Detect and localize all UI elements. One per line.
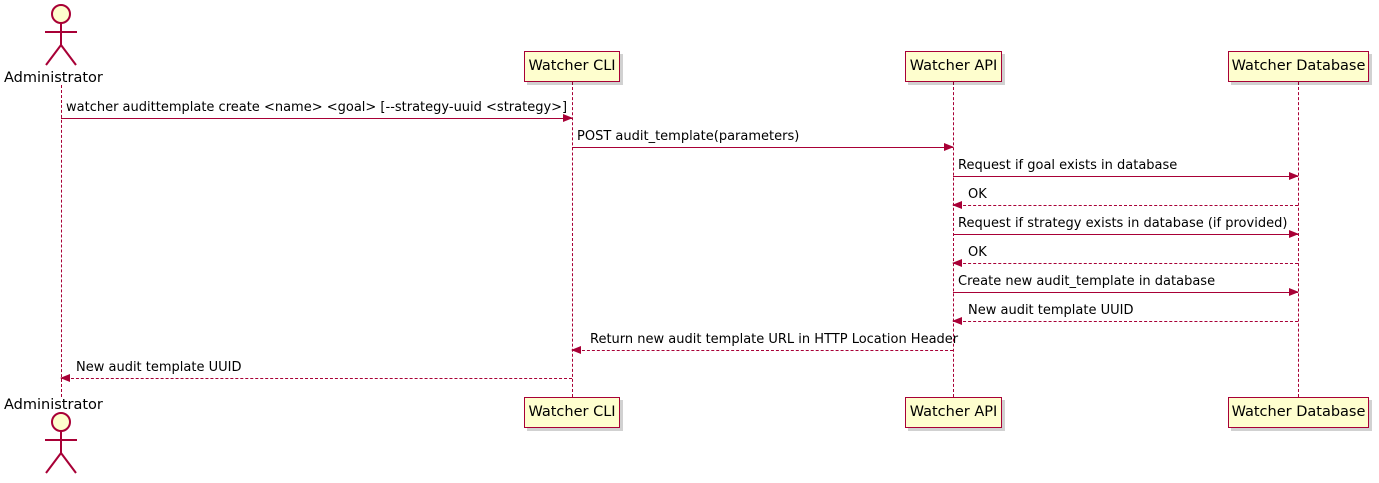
participant-label-watcher-cli-bottom: Watcher CLI [528, 404, 616, 421]
actor-administrator-top [36, 3, 86, 67]
message-9-arrowhead-icon [571, 345, 581, 354]
message-6-label: OK [968, 244, 987, 260]
participant-watcher-cli-top[interactable]: Watcher CLI [524, 51, 620, 82]
message-2-arrowhead-icon [944, 142, 954, 151]
message-9-line [572, 350, 953, 351]
message-8-label: New audit template UUID [968, 302, 1134, 318]
message-6-line [953, 263, 1298, 264]
message-1-label: watcher audittemplate create <name> <goa… [66, 99, 568, 115]
message-8-line [953, 321, 1298, 322]
message-4-label: OK [968, 186, 987, 202]
participant-label-watcher-cli-top: Watcher CLI [528, 58, 616, 75]
message-8-arrowhead-icon [952, 316, 962, 325]
message-6-arrowhead-icon [952, 258, 962, 267]
lifeline-watcher-cli [572, 82, 573, 397]
message-4-line [953, 205, 1298, 206]
participant-watcher-api-bottom[interactable]: Watcher API [905, 397, 1002, 428]
message-3-line [953, 176, 1298, 177]
message-7-line [953, 292, 1298, 293]
participant-label-watcher-api-bottom: Watcher API [909, 404, 998, 421]
participant-watcher-cli-bottom[interactable]: Watcher CLI [524, 397, 620, 428]
message-5-arrowhead-icon [1289, 229, 1299, 238]
message-5-label: Request if strategy exists in database (… [958, 215, 1288, 231]
message-7-label: Create new audit_template in database [958, 273, 1216, 289]
actor-administrator-bottom [36, 411, 86, 475]
message-5-line [953, 234, 1298, 235]
message-2-label: POST audit_template(parameters) [577, 128, 800, 144]
actor-label-administrator-bottom: Administrator [4, 397, 103, 413]
participant-watcher-api-top[interactable]: Watcher API [905, 51, 1002, 82]
lifeline-watcher-api [953, 82, 954, 397]
participant-label-watcher-database-bottom: Watcher Database [1231, 404, 1366, 421]
message-4-arrowhead-icon [952, 200, 962, 209]
participant-label-watcher-api-top: Watcher API [909, 58, 998, 75]
message-1-line [61, 118, 572, 119]
message-3-label: Request if goal exists in database [958, 157, 1178, 173]
lifeline-administrator [61, 85, 62, 397]
participant-watcher-database-bottom[interactable]: Watcher Database [1228, 397, 1369, 428]
message-10-line [61, 378, 572, 379]
message-2-line [572, 147, 953, 148]
message-10-label: New audit template UUID [76, 359, 242, 375]
message-1-arrowhead-icon [563, 113, 573, 122]
message-7-arrowhead-icon [1289, 287, 1299, 296]
message-3-arrowhead-icon [1289, 171, 1299, 180]
lifeline-watcher-database [1298, 82, 1299, 397]
participant-watcher-database-top[interactable]: Watcher Database [1228, 51, 1369, 82]
message-9-label: Return new audit template URL in HTTP Lo… [590, 331, 959, 347]
participant-label-watcher-database-top: Watcher Database [1231, 58, 1366, 75]
actor-label-administrator-top: Administrator [4, 70, 103, 86]
message-10-arrowhead-icon [60, 373, 70, 382]
